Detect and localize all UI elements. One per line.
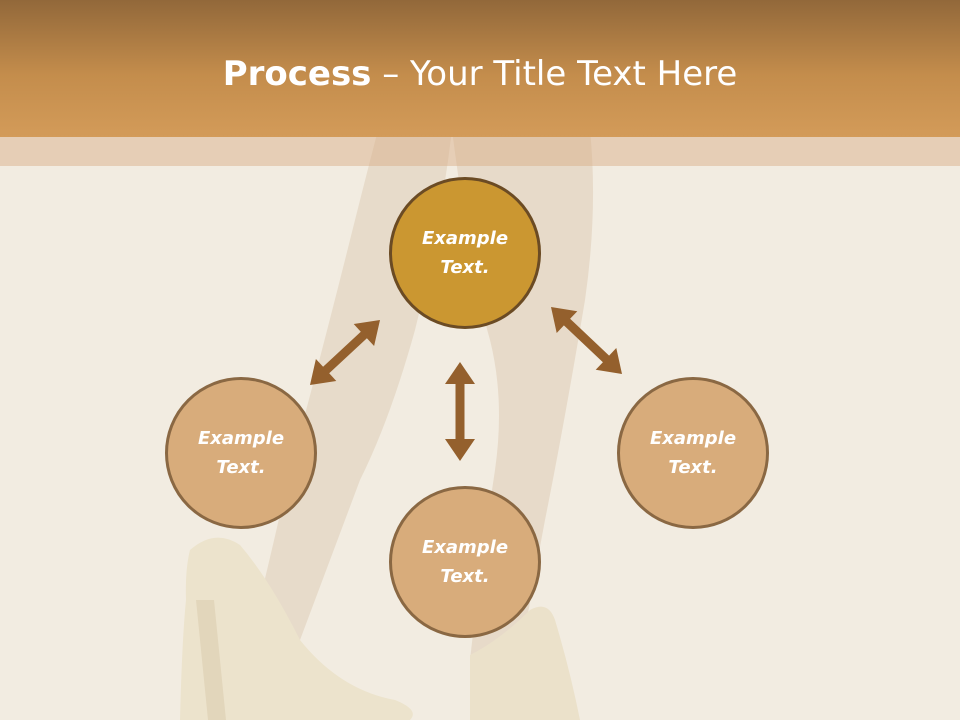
node-bottom-label: Example Text. xyxy=(421,537,509,587)
header-strip xyxy=(0,137,960,166)
node-right[interactable]: Example Text. xyxy=(617,377,769,529)
node-top-label: Example Text. xyxy=(421,228,509,278)
arrow-top-right xyxy=(551,307,622,374)
arrow-vertical xyxy=(445,362,475,461)
left-heel xyxy=(196,600,226,720)
node-bottom[interactable]: Example Text. xyxy=(389,486,541,638)
right-shoe xyxy=(470,606,580,720)
arrow-top-left xyxy=(310,320,380,385)
node-left[interactable]: Example Text. xyxy=(165,377,317,529)
title-rest: – Your Title Text Here xyxy=(371,54,738,94)
slide-title: Process – Your Title Text Here xyxy=(0,52,960,96)
node-right-label: Example Text. xyxy=(649,428,737,478)
left-shoe xyxy=(180,537,413,720)
node-top[interactable]: Example Text. xyxy=(389,177,541,329)
title-bold: Process xyxy=(222,54,372,94)
node-left-label: Example Text. xyxy=(197,428,285,478)
header-bar xyxy=(0,0,960,137)
